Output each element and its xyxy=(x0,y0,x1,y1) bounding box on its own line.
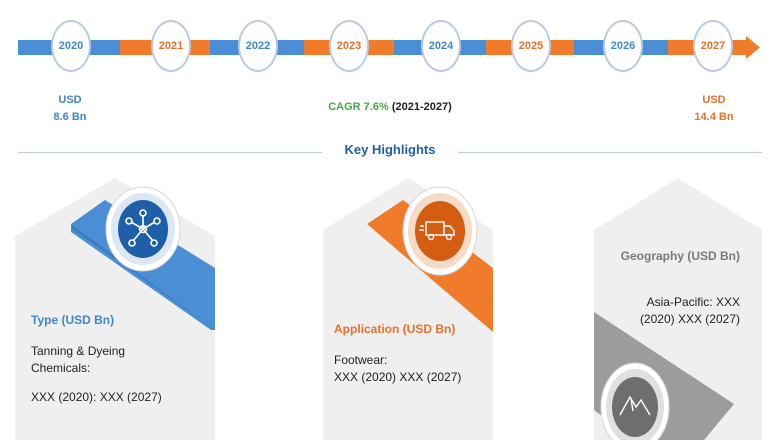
year-2021: 2021 xyxy=(151,20,191,72)
start-value: 8.6 Bn xyxy=(53,111,87,123)
timeline-arrowhead xyxy=(746,36,760,59)
year-2027: 2027 xyxy=(693,20,733,72)
network-icon xyxy=(105,186,181,272)
mountain-icon xyxy=(600,362,670,440)
end-value: 14.4 Bn xyxy=(694,111,734,123)
truck-icon xyxy=(402,186,478,276)
section-title: Key Highlights xyxy=(344,142,436,157)
year-2020: 2020 xyxy=(51,20,91,72)
type-line2: XXX (2020): XXX (2027) xyxy=(31,390,162,404)
type-line1: Tanning & Dyeing Chemicals: xyxy=(31,344,126,375)
year-2026: 2026 xyxy=(603,20,643,72)
divider-right xyxy=(458,152,762,153)
cagr-label: CAGR 7.6% xyxy=(328,101,389,113)
cagr-period: (2021-2027) xyxy=(391,101,452,113)
type-title: Type (USD Bn) xyxy=(31,313,115,327)
end-market-value: USD 14.4 Bn xyxy=(684,92,744,126)
geography-line1: Asia-Pacific: XXX (2020) XXX (2027) xyxy=(639,295,740,326)
application-line2: XXX (2020) XXX (2027) xyxy=(334,370,462,384)
end-label: USD xyxy=(702,94,726,106)
year-2023: 2023 xyxy=(329,20,369,72)
start-market-value: USD 8.6 Bn xyxy=(40,92,100,126)
year-2022: 2022 xyxy=(238,20,278,72)
cagr-text: CAGR 7.6% (2021-2027) xyxy=(300,99,480,116)
year-2024: 2024 xyxy=(421,20,461,72)
divider-left xyxy=(18,152,322,153)
geography-title: Geography (USD Bn) xyxy=(620,249,740,263)
start-label: USD xyxy=(58,94,82,106)
application-title: Application (USD Bn) xyxy=(334,322,456,336)
application-line1: Footwear: xyxy=(334,353,388,367)
year-2025: 2025 xyxy=(511,20,551,72)
